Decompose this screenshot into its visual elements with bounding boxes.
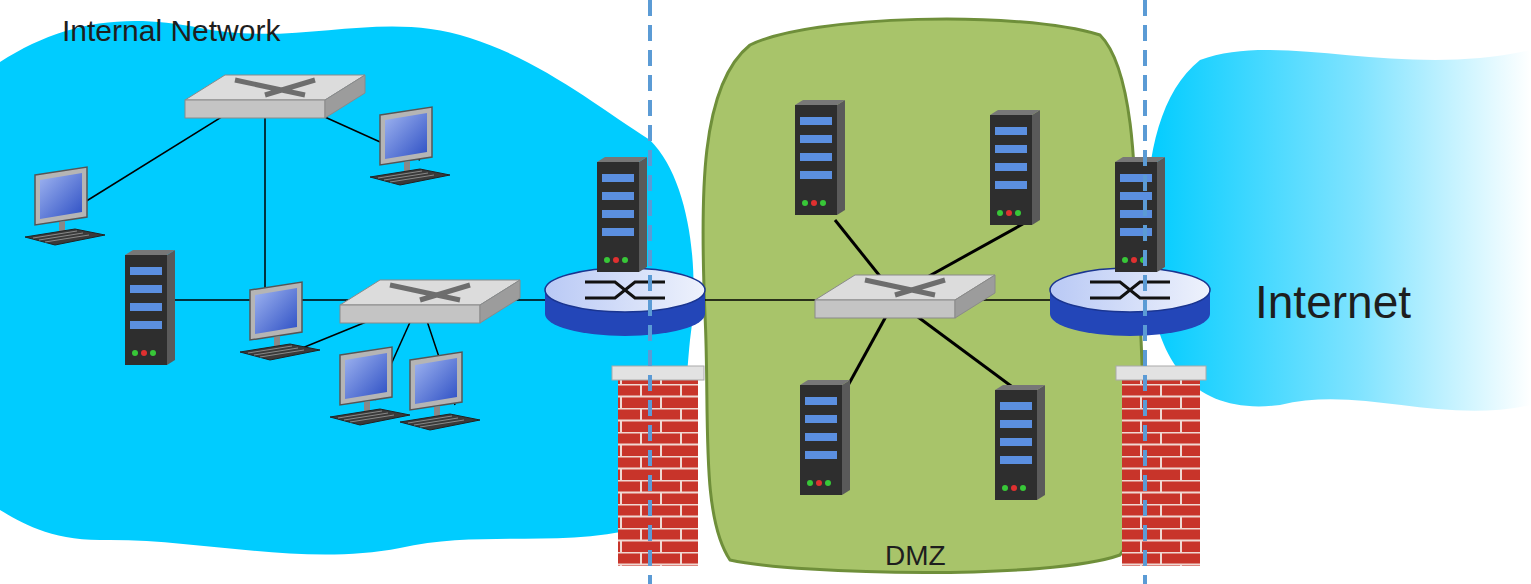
routers <box>545 157 1210 336</box>
zone-boundaries <box>650 0 1145 584</box>
region-label: DMZ <box>885 540 946 572</box>
servers <box>125 100 1045 500</box>
region-label: Internal Network <box>62 14 280 49</box>
region-label: Internet <box>1255 276 1411 329</box>
firewalls <box>612 366 1206 566</box>
computers <box>25 107 480 430</box>
